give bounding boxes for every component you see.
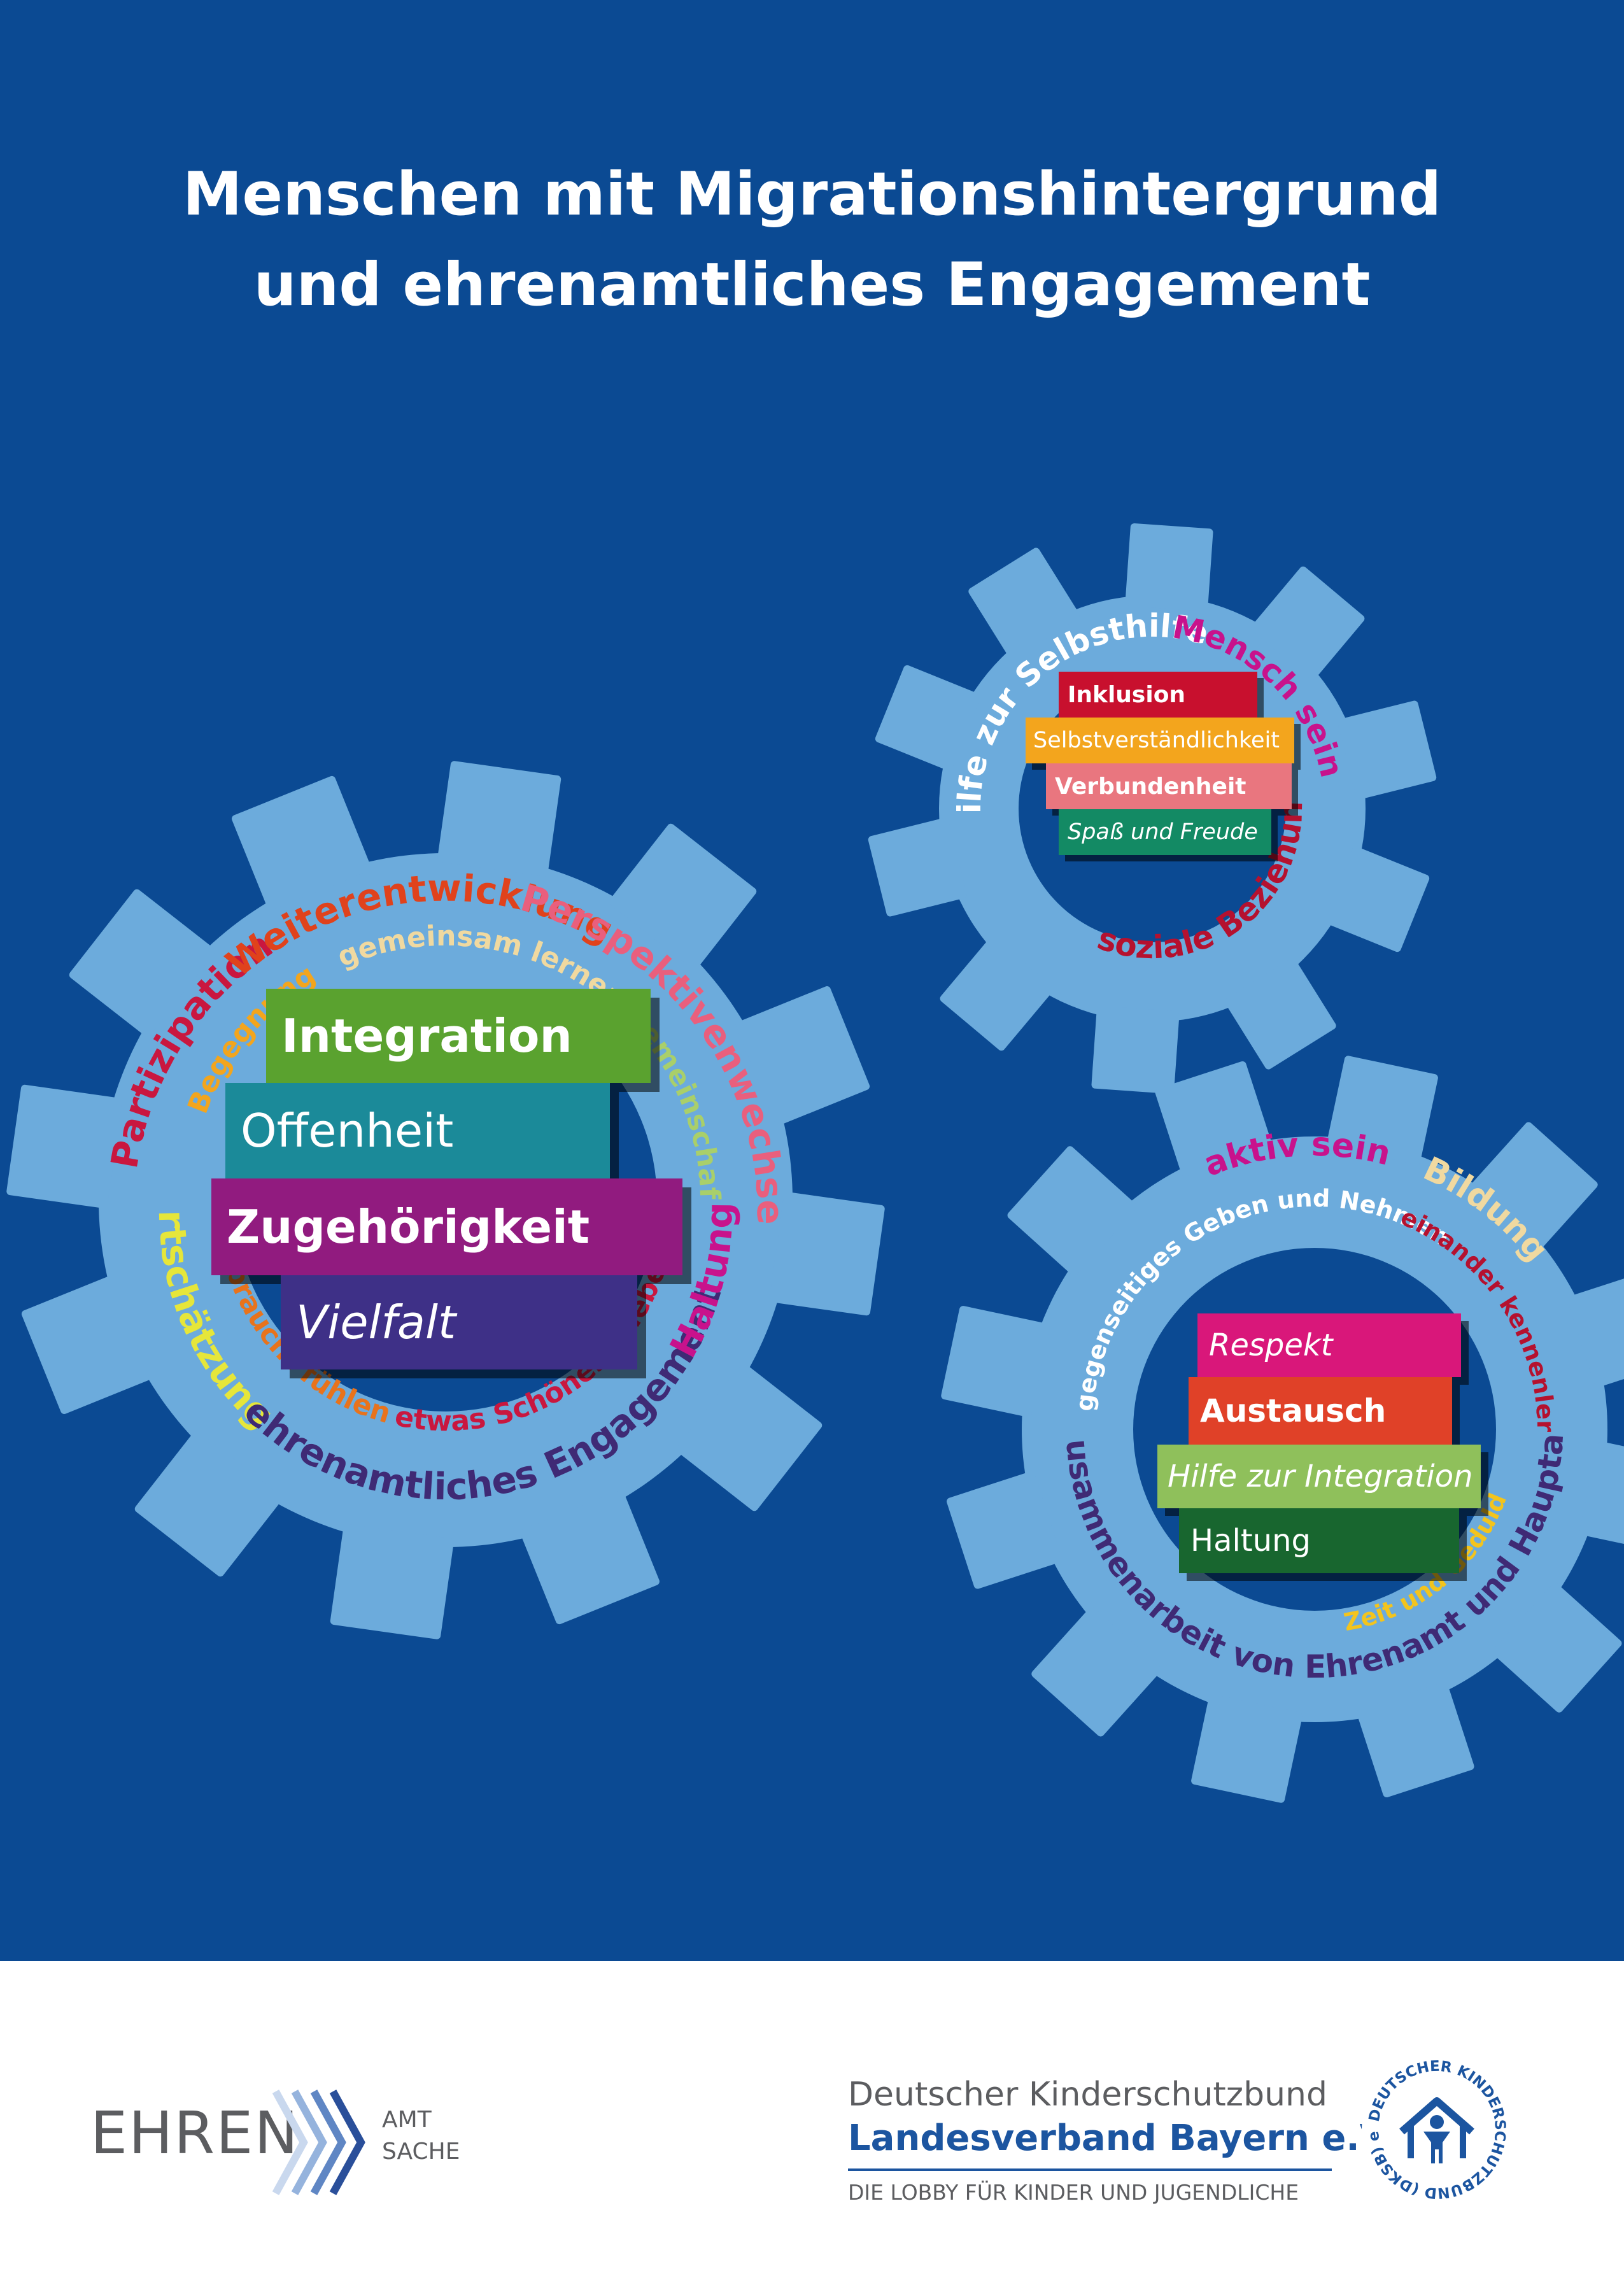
box-integration: Integration — [266, 989, 651, 1083]
box-vielfalt: Vielfalt — [281, 1275, 637, 1369]
box-spass-und-freude: Spaß und Freude — [1059, 809, 1271, 855]
box-haltung: Haltung — [1179, 1508, 1459, 1573]
box-austausch: Austausch — [1189, 1377, 1452, 1445]
box-hilfe-zur-integration: Hilfe zur Integration — [1157, 1445, 1481, 1508]
poster-title: Menschen mit Migrationshintergrund und e… — [0, 150, 1624, 330]
box-verbundenheit: Verbundenheit — [1046, 763, 1292, 809]
box-respekt: Respekt — [1197, 1313, 1461, 1377]
word-hilfe-zur-selbsthilfe: Hilfe zur Selbsthilfe — [0, 0, 1212, 814]
box-zugehoerigkeit: Zugehörigkeit — [211, 1178, 682, 1275]
logo-chevrons-icon — [272, 2090, 365, 2195]
dksb-seal-icon: DEUTSCHER KINDERSCHUTZBUND (DKSB) e.V. — [1357, 2050, 1512, 2205]
dksb-line-1: Deutscher Kinderschutzbund — [848, 2076, 1328, 2114]
box-inklusion: Inklusion — [1059, 672, 1257, 718]
logo-ehren: EHREN — [90, 2099, 300, 2167]
ehrenamtsache-logo: EHREN AMT SACHE — [90, 2079, 460, 2206]
dksb-divider — [848, 2168, 1332, 2171]
gears-illustration: Partizipation Weiterentwicklung Perspekt… — [0, 0, 1624, 1803]
poster-background: Menschen mit Migrationshintergrund und e… — [0, 0, 1624, 1961]
dksb-line-3: DIE LOBBY FÜR KINDER UND JUGENDLICHE — [848, 2180, 1299, 2205]
title-line-2: und ehrenamtliches Engagement — [253, 250, 1371, 320]
logo-amt: AMT — [382, 2107, 432, 2133]
dksb-line-2: Landesverband Bayern e.V. — [848, 2118, 1397, 2159]
logo-sache: SACHE — [382, 2139, 460, 2165]
title-line-1: Menschen mit Migrationshintergrund — [182, 160, 1442, 229]
footer: EHREN AMT SACHE Deutscher Kinderschutzbu… — [0, 1961, 1624, 2278]
box-offenheit: Offenheit — [225, 1083, 610, 1178]
dksb-logo: Deutscher Kinderschutzbund Landesverband… — [810, 2025, 1536, 2216]
box-selbstverstaendlichkeit: Selbstverständlichkeit — [1026, 718, 1294, 763]
